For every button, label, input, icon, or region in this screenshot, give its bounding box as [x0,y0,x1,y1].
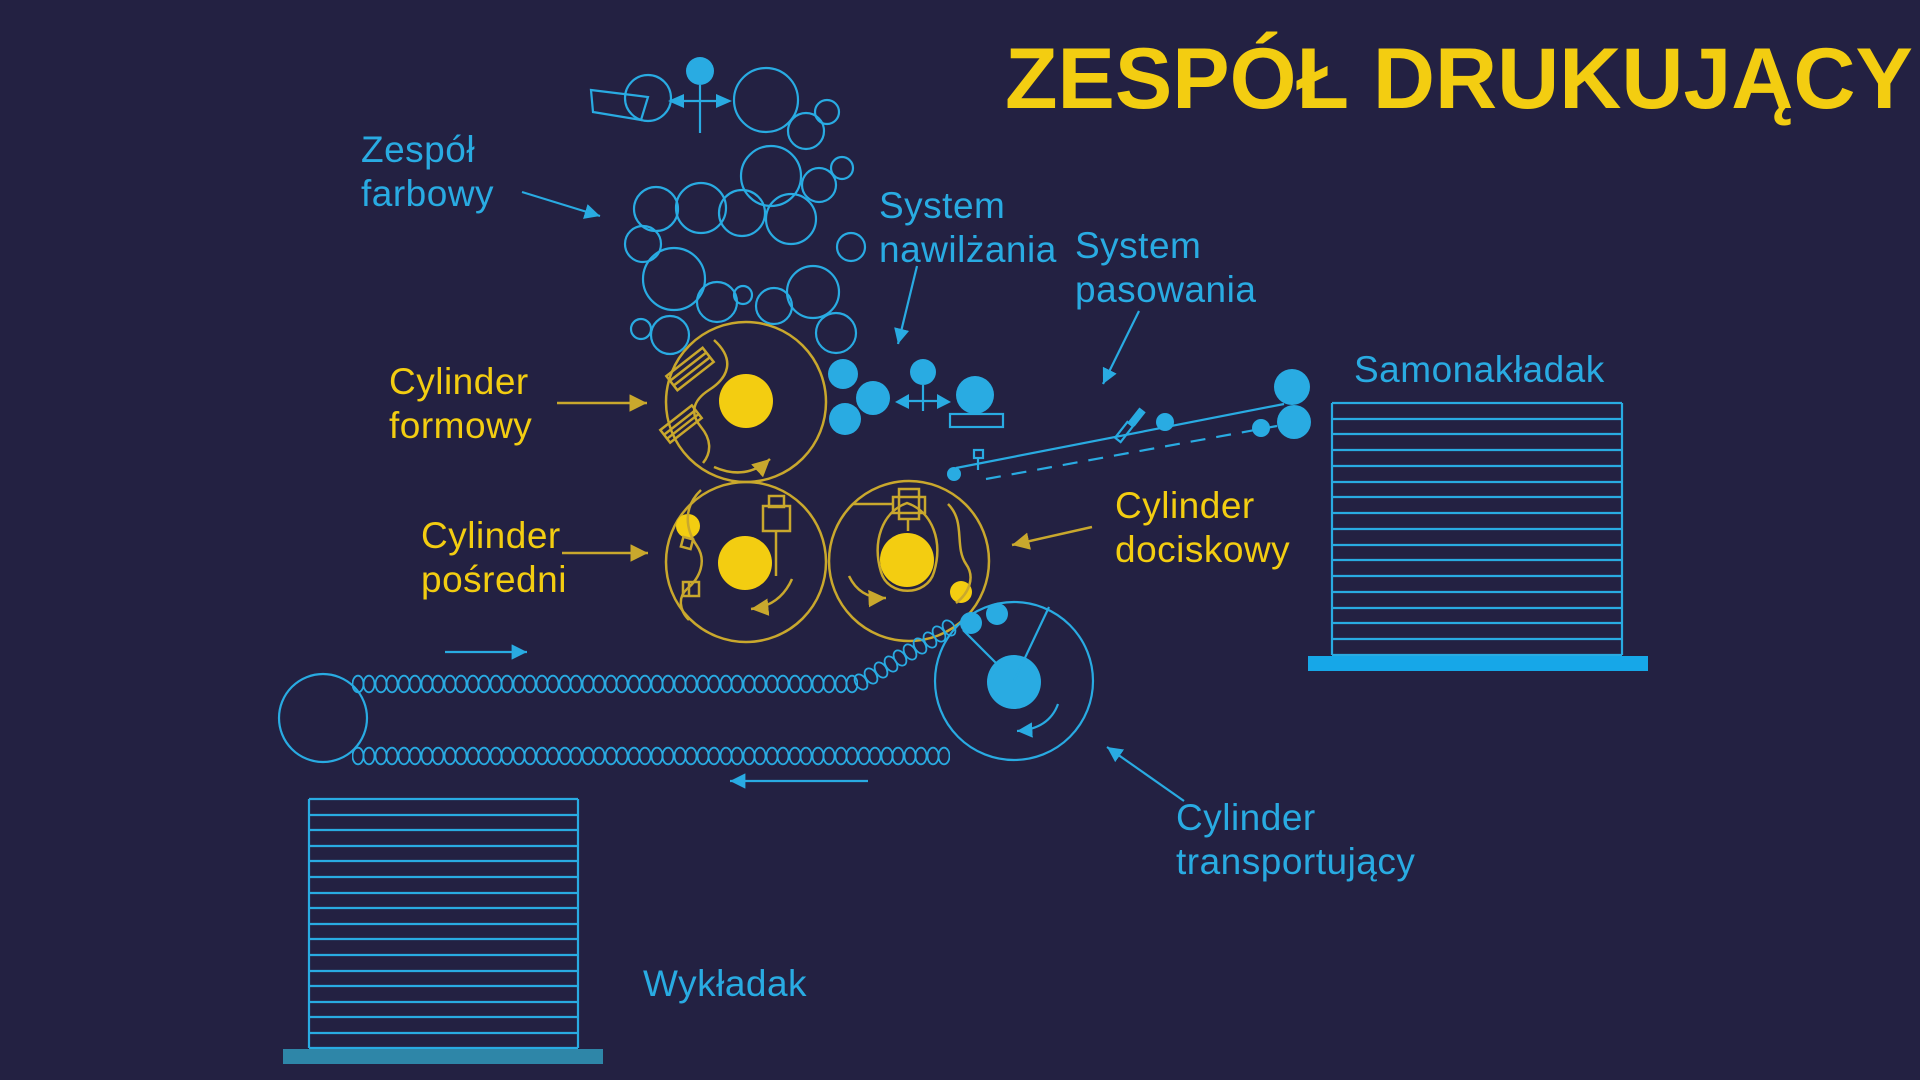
blanket-cylinder-core [718,536,772,590]
label-feeder: Samonakładak [1354,349,1605,390]
blanket-cylinder [664,480,828,644]
arrow-dampening [894,265,919,345]
label-impression-cylinder: Cylinder dociskowy [1115,485,1291,570]
registration-marks [1113,407,1174,444]
feed-board [947,369,1311,481]
dampening-fountain [948,376,1005,429]
label-blanket-cylinder: Cylinder pośredni [421,515,567,600]
chain-conveyor [277,619,957,789]
chain-sprocket [277,672,369,764]
label-transport-cylinder: Cylinder transportujący [1176,797,1416,882]
chain-diagonal [853,619,957,691]
ink-agitator-icon [668,57,732,133]
label-plate-cylinder: Cylinder formowy [389,361,533,446]
page-title: ZESPÓŁ DRUKUJĄCY [1005,31,1913,127]
plate-cylinder [658,320,828,484]
feeder-base [1308,656,1648,671]
rotation-arrow-transport [1016,703,1060,738]
delivery-base [283,1049,603,1064]
label-dampening-system: System nawilżania [879,185,1057,270]
arrow-impression [1011,525,1093,550]
impression-cylinder-core [880,533,934,587]
label-delivery: Wykładak [643,963,808,1004]
plate-cylinder-core [719,374,773,428]
rotation-arrow-blanket [750,578,794,616]
ink-rollers [623,66,867,356]
feeder-pile [1308,401,1648,671]
transport-cylinder [933,600,1095,762]
rotation-arrow-impression [847,575,887,608]
arrow-transport [1106,746,1185,802]
delivery-pile [283,797,603,1064]
dampening-agitator-icon [895,359,951,411]
ink-fountain [589,73,673,123]
arrow-registration [1102,310,1140,385]
label-ink-unit: Zespół farbowy [361,129,495,214]
arrow-ink-unit [521,190,601,219]
rotation-arrow-plate [713,458,771,478]
dampening-rollers [828,359,890,435]
label-registration-system: System pasowania [1075,225,1257,310]
impression-cylinder [827,479,991,643]
label-arrows [521,190,1185,802]
